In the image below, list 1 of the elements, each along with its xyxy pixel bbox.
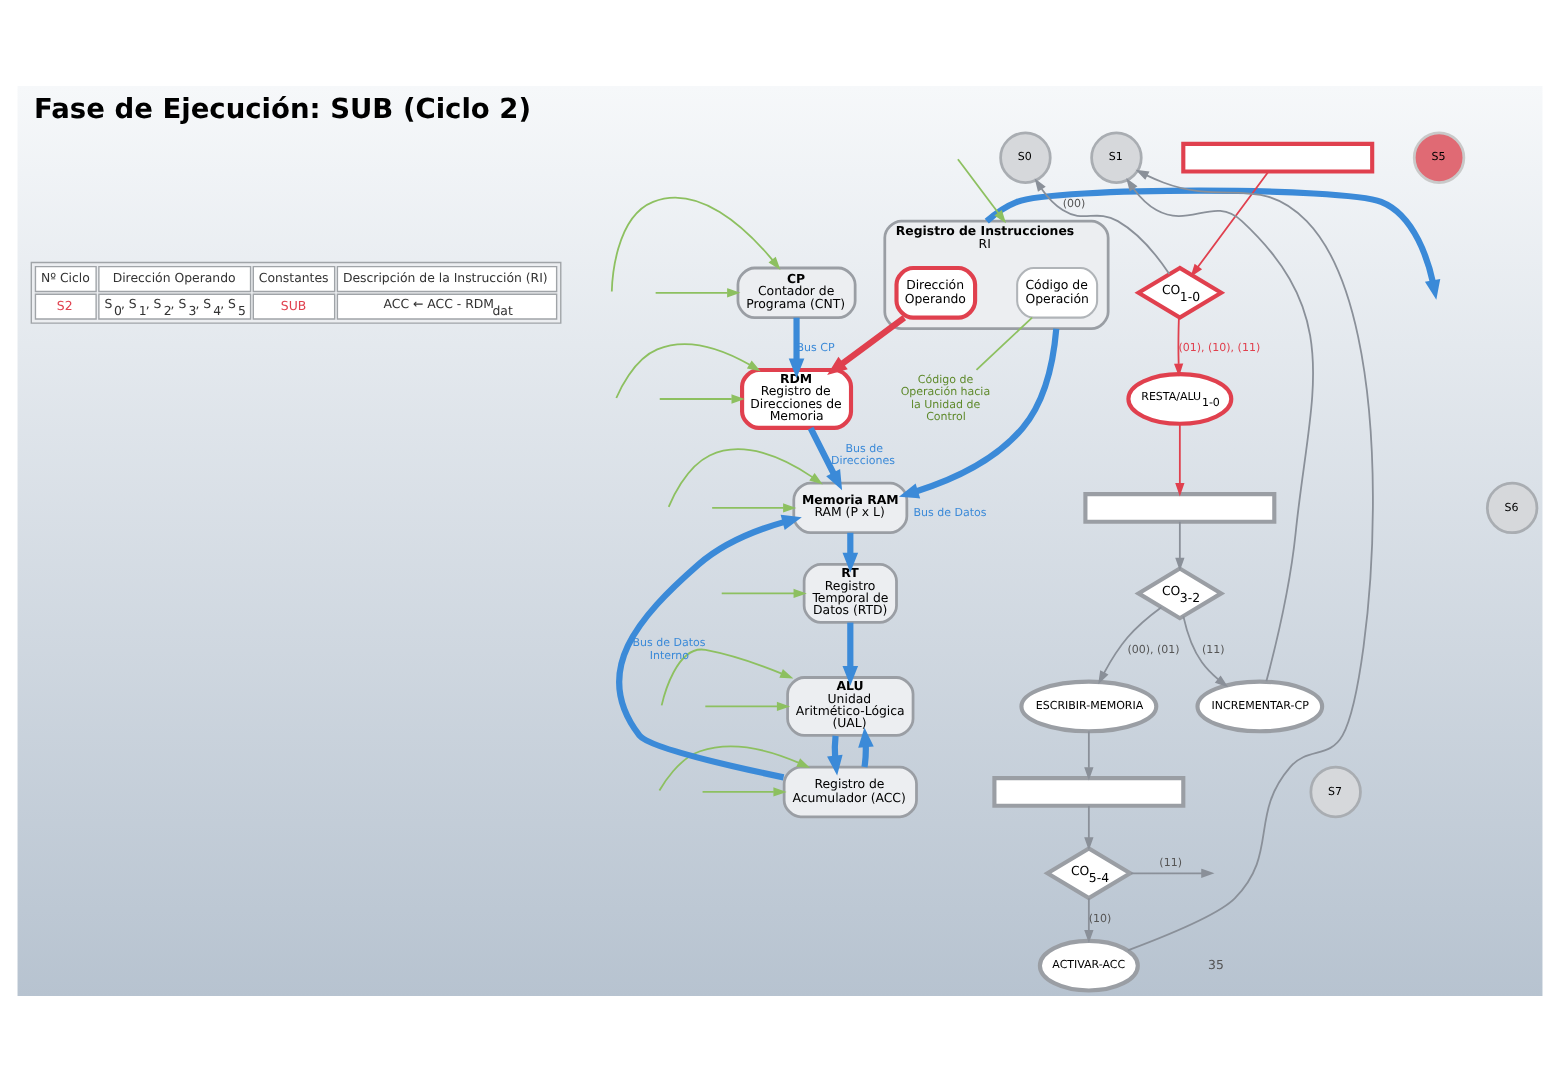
diagram-title: Fase de Ejecución: SUB (Ciclo 2) (34, 92, 532, 125)
